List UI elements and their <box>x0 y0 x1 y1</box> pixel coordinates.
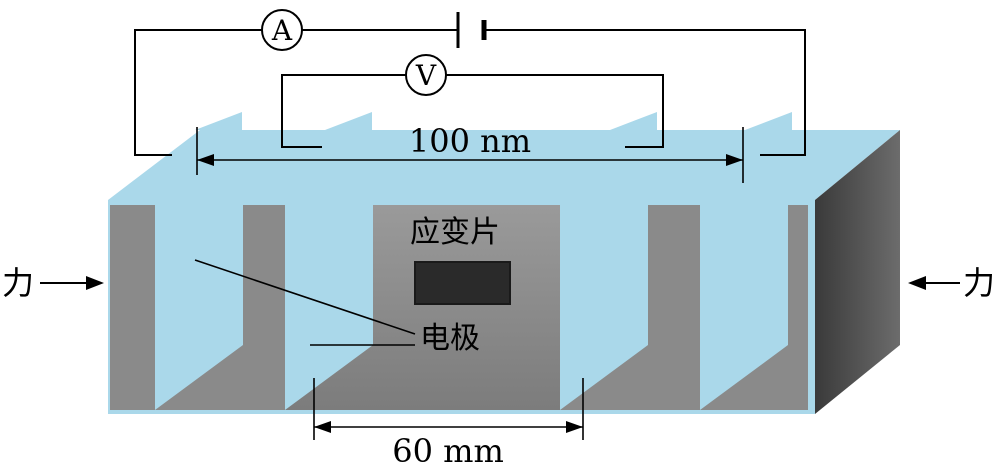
force-right-arrowhead <box>908 276 926 290</box>
electrode-tab-4 <box>745 112 792 130</box>
inner-circuit-left <box>281 74 406 148</box>
outer-circuit-left <box>134 29 262 156</box>
ammeter: A <box>261 9 303 51</box>
top-dimension-label: 100 nm <box>409 122 531 160</box>
force-left-arrowhead <box>86 276 104 290</box>
force-right-label: 力 <box>963 264 995 302</box>
block-right-side <box>815 130 900 414</box>
strain-gauge-label: 应变片 <box>410 215 500 250</box>
electrode-plate-4 <box>560 205 700 410</box>
ammeter-label: A <box>271 14 293 47</box>
electrode-plate-5 <box>700 205 808 410</box>
force-left-label: 力 <box>2 264 34 302</box>
bottom-dimension-label: 60 mm <box>392 432 504 469</box>
inner-circuit-right <box>446 74 664 148</box>
bottom-dimension-arrow-right <box>566 421 583 433</box>
voltmeter: V <box>405 54 447 96</box>
electrode-tab-2 <box>325 112 372 130</box>
electrode-label: 电极 <box>420 321 480 356</box>
top-dimension-arrow-left <box>197 154 214 166</box>
top-dimension-arrow-right <box>726 154 743 166</box>
electrode-plate-2 <box>155 205 285 410</box>
strain-gauge <box>414 261 511 305</box>
electrode-tab-1 <box>195 112 242 130</box>
bottom-dimension-arrow-left <box>314 421 331 433</box>
electrode-leader-line-1 <box>194 259 416 335</box>
electrode-plate-1 <box>110 205 155 410</box>
electrode-tab-3 <box>610 112 657 130</box>
electrode-plate-3 <box>285 205 560 410</box>
voltmeter-label: V <box>415 59 437 92</box>
outer-circuit-right <box>484 29 806 156</box>
